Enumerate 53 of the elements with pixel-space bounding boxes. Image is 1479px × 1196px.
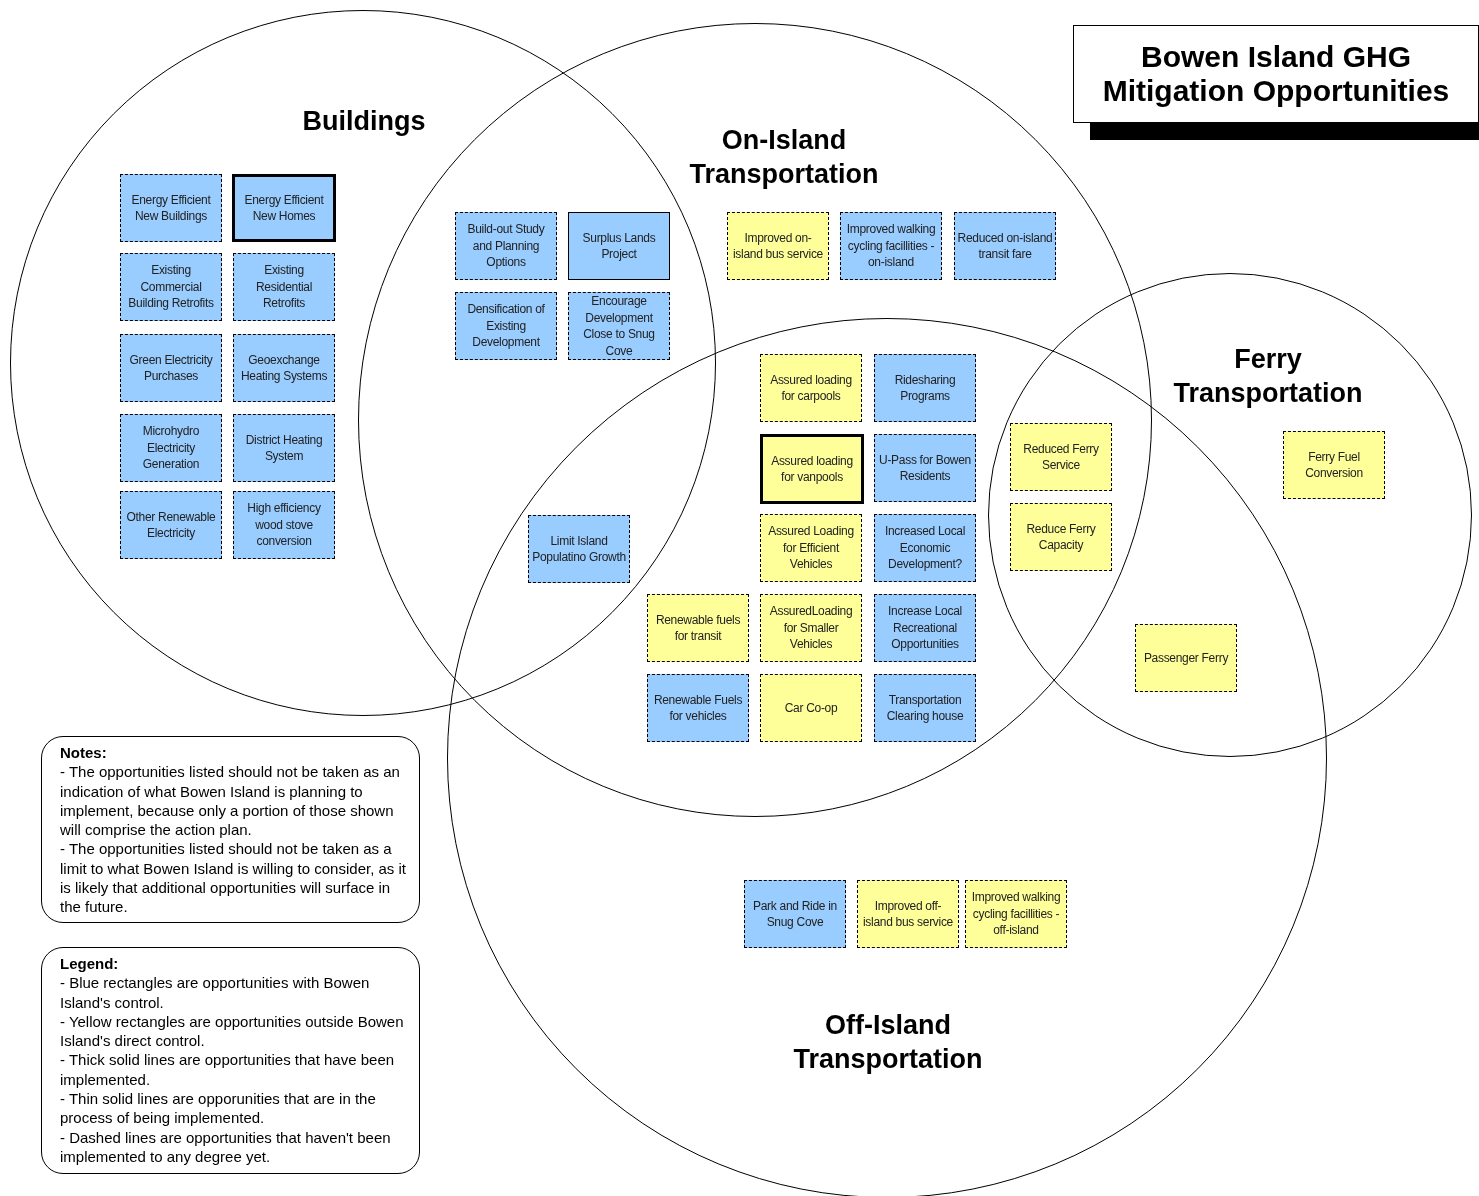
circle-label: Ferry Transportation bbox=[1172, 343, 1364, 410]
legend-text: - Yellow rectangles are opportunities outside Bowen Island's direct control. bbox=[60, 1011, 405, 1051]
notes-text: - The opportunities listed should not be taken as an indication of what Bowen Island is planning to implement, because only a portion of those shown will comprise the action plan. bbox=[60, 762, 401, 840]
opportunity-box: Reduced on-island transit fare bbox=[954, 212, 1056, 280]
opportunity-box: Improved walking cycling facillities - off-island bbox=[965, 880, 1067, 948]
opportunity-box: Assured Loading for Efficient Vehicles bbox=[760, 514, 862, 582]
title: Bowen Island GHG Mitigation Opportunities bbox=[1101, 40, 1451, 108]
legend-text: - Blue rectangles are opportunities with Bowen Island's control. bbox=[60, 973, 371, 1012]
opportunity-box: Ferry Fuel Conversion bbox=[1283, 431, 1385, 499]
opportunity-box: Improved walking cycling facillities - on-island bbox=[840, 212, 942, 280]
opportunity-box: Assured loading for vanpools bbox=[760, 434, 864, 504]
opportunity-box: Increase Local Recreational Opportunities bbox=[874, 594, 976, 662]
legend-text: - Dashed lines are opportunities that haven't been implemented to any degree yet. bbox=[60, 1127, 392, 1167]
opportunity-box: Reduce Ferry Capacity bbox=[1010, 503, 1112, 571]
legend-panel bbox=[41, 947, 420, 1174]
opportunity-box: Assured loading for carpools bbox=[760, 354, 862, 422]
opportunity-box: Energy Efficient New Homes bbox=[232, 174, 336, 242]
circle-label: Off-Island Transportation bbox=[792, 1009, 984, 1076]
opportunity-box: Energy Efficient New Buildings bbox=[120, 174, 222, 242]
opportunity-box: Renewable Fuels for vehicles bbox=[647, 674, 749, 742]
opportunity-box: Other Renewable Electricity bbox=[120, 491, 222, 559]
opportunity-box: Increased Local Economic Development? bbox=[874, 514, 976, 582]
opportunity-box: Transportation Clearing house bbox=[874, 674, 976, 742]
opportunity-box: High efficiency wood stove conversion bbox=[233, 491, 335, 559]
legend-text: - Thin solid lines are opporunities that are in the process of being implemented. bbox=[60, 1089, 377, 1128]
opportunity-box: Green Electricity Purchases bbox=[120, 334, 222, 402]
circle-label: Buildings bbox=[301, 105, 427, 138]
opportunity-box: Existing Commercial Building Retrofits bbox=[120, 253, 222, 321]
opportunity-box: AssuredLoading for Smaller Vehicles bbox=[760, 594, 862, 662]
legend-text: - Thick solid lines are opportunities that have been implemented. bbox=[60, 1050, 396, 1090]
opportunity-box: Park and Ride in Snug Cove bbox=[744, 880, 846, 948]
opportunity-box: Encourage Development Close to Snug Cove bbox=[568, 292, 670, 360]
notes-heading: Notes: bbox=[60, 743, 108, 763]
opportunity-box: Build-out Study and Planning Options bbox=[455, 212, 557, 280]
legend-heading: Legend: bbox=[60, 954, 120, 974]
opportunity-box: Ridesharing Programs bbox=[874, 354, 976, 422]
opportunity-box: U-Pass for Bowen Residents bbox=[874, 434, 976, 502]
opportunity-box: Densification of Existing Development bbox=[455, 292, 557, 360]
notes-panel bbox=[41, 736, 420, 923]
circle-label: On-Island Transportation bbox=[688, 124, 880, 191]
opportunity-box: Geoexchange Heating Systems bbox=[233, 334, 335, 402]
opportunity-box: Passenger Ferry bbox=[1135, 624, 1237, 692]
opportunity-box: Surplus Lands Project bbox=[568, 212, 670, 280]
opportunity-box: Car Co-op bbox=[760, 674, 862, 742]
opportunity-box: Renewable fuels for transit bbox=[647, 594, 749, 662]
opportunity-box: Improved off-island bus service bbox=[857, 880, 959, 948]
opportunity-box: Existing Residential Retrofits bbox=[233, 253, 335, 321]
opportunity-box: Limit Island Populatino Growth bbox=[528, 515, 630, 583]
opportunity-box: Microhydro Electricity Generation bbox=[120, 414, 222, 482]
notes-text: - The opportunities listed should not be taken as a limit to what Bowen Island is willing to consider, as it is likely that additional opportunities will surface in the future. bbox=[60, 839, 407, 917]
opportunity-box: District Heating System bbox=[233, 414, 335, 482]
opportunity-box: Reduced Ferry Service bbox=[1010, 423, 1112, 491]
opportunity-box: Improved on-island bus service bbox=[727, 212, 829, 280]
